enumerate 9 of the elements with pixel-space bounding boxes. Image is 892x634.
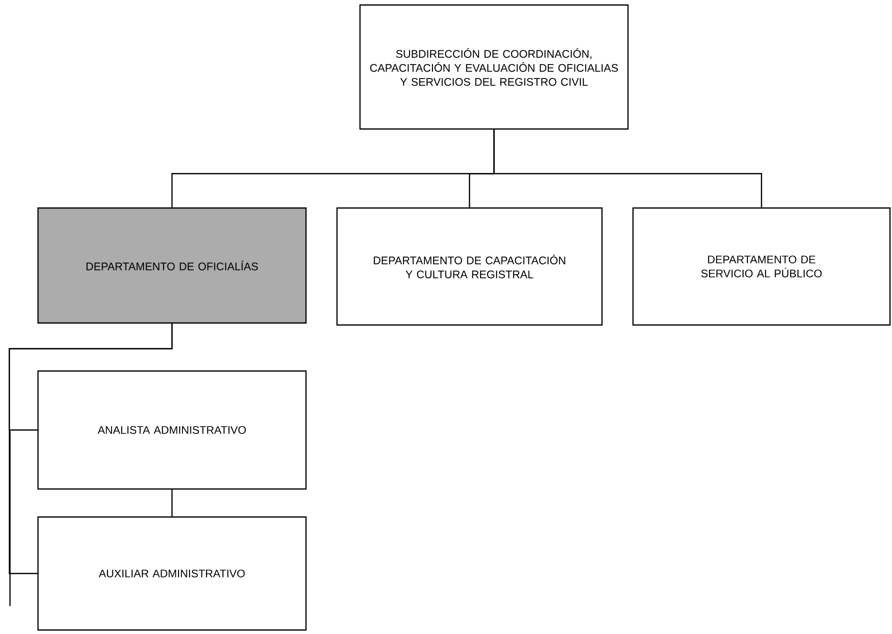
org-box: SUBDIRECCIÓN DE COORDINACIÓN, CAPACITACIÓN Y EVALUACIÓN DE OFICIALIAS Y SERVICIOS DEL REGISTRO CIVIL [359,4,629,130]
org-box: ANALISTA ADMINISTRATIVO [37,370,307,490]
org-box: AUXILIAR ADMINISTRATIVO [37,516,307,631]
org-box: DEPARTAMENTO DE CAPACITACIÓN Y CULTURA REGISTRAL [336,207,603,326]
org-box: DEPARTAMENTO DE OFICIALÍAS [37,207,307,324]
connector-line [8,324,173,574]
connector-line [171,490,173,516]
connector-line [493,130,762,208]
org-box: DEPARTAMENTO DE SERVICIO AL PÚBLICO [632,207,891,326]
